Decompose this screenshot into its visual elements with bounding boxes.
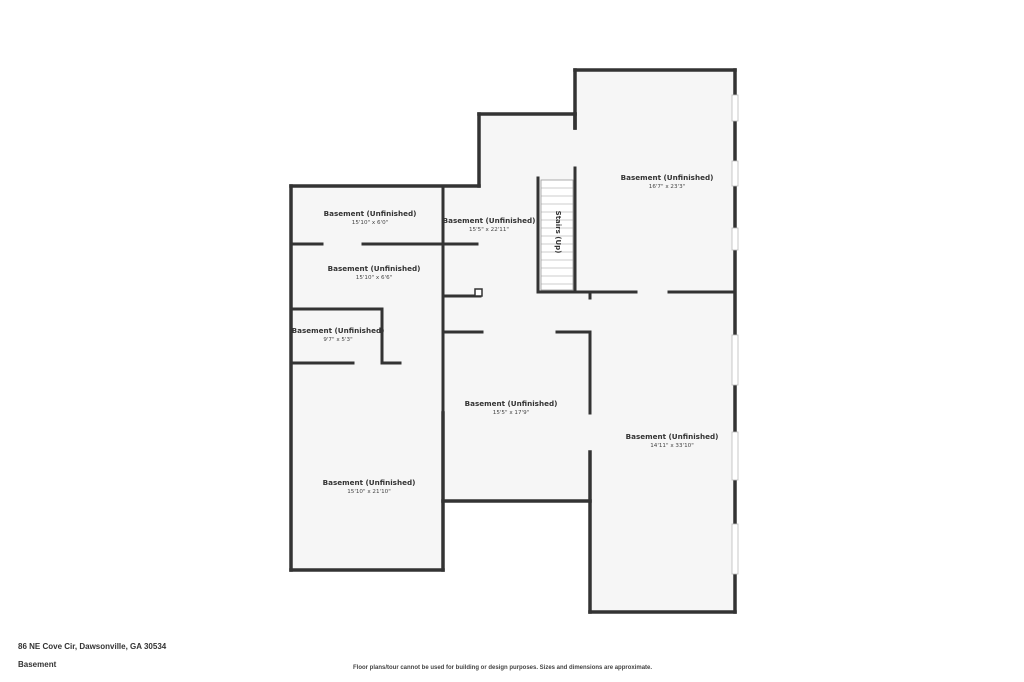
room-label: Basement (Unfinished) — [323, 478, 416, 487]
room-dimensions: 14'11" x 33'10" — [650, 443, 694, 449]
window — [731, 523, 739, 575]
room-label: Basement (Unfinished) — [621, 173, 714, 182]
room-label: Basement (Unfinished) — [443, 216, 536, 225]
stairs: Stairs (Up) — [540, 179, 574, 291]
room-dimensions: 9'7" x 5'3" — [323, 337, 353, 343]
window — [731, 334, 739, 386]
interior-walls — [289, 166, 737, 415]
room-label: Basement (Unfinished) — [324, 209, 417, 218]
windows — [731, 94, 739, 575]
room-dimensions: 15'10" x 6'0" — [352, 220, 389, 226]
room-label: Basement (Unfinished) — [626, 432, 719, 441]
floor-area — [291, 70, 735, 612]
room-label: Basement (Unfinished) — [292, 326, 385, 335]
room-dimensions: 15'10" x 6'6" — [356, 275, 393, 281]
room-label: Basement (Unfinished) — [465, 399, 558, 408]
room-dimensions: 16'7" x 23'3" — [649, 184, 686, 190]
property-address: 86 NE Cove Cir, Dawsonville, GA 30534 — [18, 642, 167, 651]
window — [731, 94, 739, 122]
room-label: Basement (Unfinished) — [328, 264, 421, 273]
disclaimer-text: Floor plans/tour cannot be used for buil… — [353, 665, 653, 671]
floor-plan: Stairs (Up) Basement (Unfinished) 16'7" … — [289, 68, 739, 614]
room-dimensions: 15'5" x 17'9" — [493, 410, 530, 416]
floor-level-label: Basement — [18, 660, 57, 669]
support-column — [474, 288, 483, 297]
window — [731, 160, 739, 187]
room-dimensions: 15'5" x 22'11" — [469, 227, 509, 233]
stairs-label: Stairs (Up) — [554, 211, 562, 254]
room-dimensions: 15'10" x 21'10" — [347, 489, 391, 495]
window — [731, 431, 739, 481]
room-labels: Basement (Unfinished) 16'7" x 23'3" Base… — [292, 173, 719, 495]
window — [731, 227, 739, 251]
